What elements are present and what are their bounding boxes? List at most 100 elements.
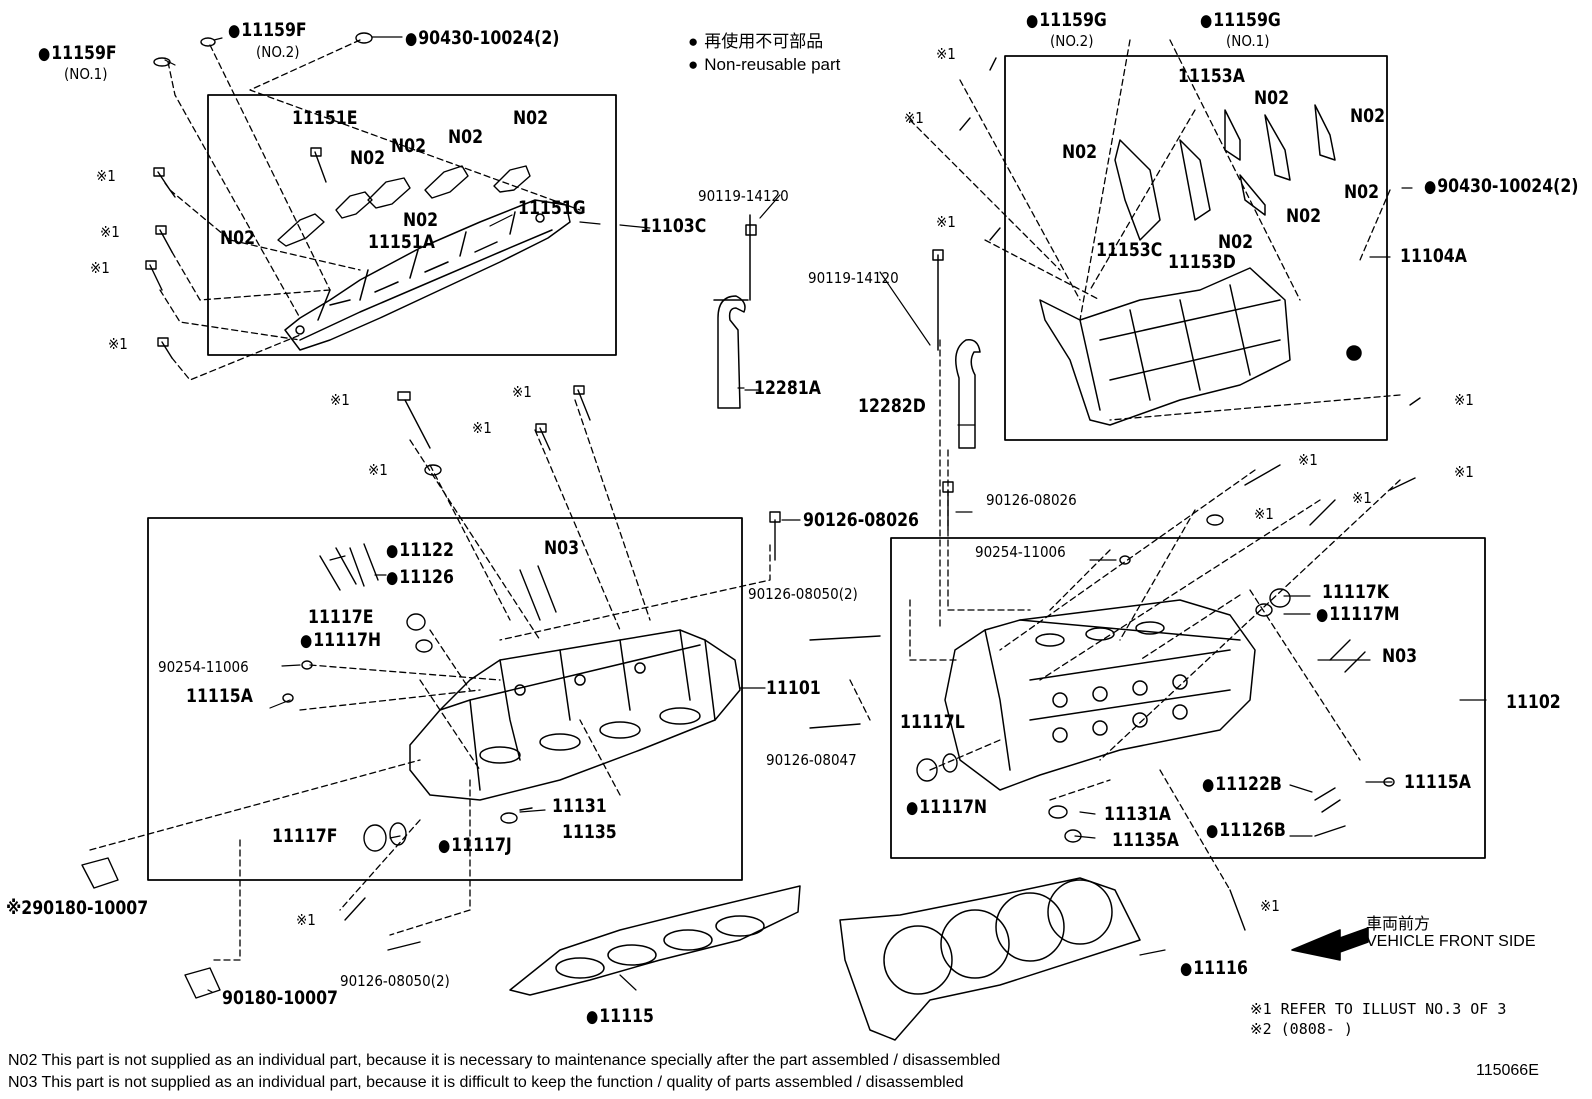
label-12281a: 12281A [754, 377, 821, 399]
label-11135: 11135 [562, 821, 617, 843]
label-11117h: 11117H [300, 630, 381, 651]
illustration-id: 115066E [1476, 1062, 1539, 1079]
label-11122: 11122 [386, 540, 454, 561]
leader-lines-solid [164, 36, 1487, 993]
box-11104a [1004, 55, 1388, 441]
label-11115a-right: 11115A [1404, 771, 1471, 793]
label-11153d: 11153D [1168, 251, 1236, 273]
label-n02-b: N02 [391, 135, 427, 157]
cylinder-head-left [409, 629, 741, 801]
label-n02-e: N02 [403, 209, 439, 231]
legend: 再使用不可部品 Non-reusable part [688, 30, 840, 76]
label-11159f-no1-sub: (NO.1) [64, 65, 108, 83]
label-11102: 11102 [1506, 691, 1561, 713]
label-11153a: 11153A [1178, 65, 1245, 87]
label-n02-l: N02 [1218, 231, 1254, 253]
label-11131a: 11131A [1104, 803, 1171, 825]
label-90254-right: 90254-11006 [975, 543, 1066, 561]
label-11135a: 11135A [1112, 829, 1179, 851]
label-ref1-f: ※1 [368, 461, 388, 479]
footnote-n03: N03 This part is not supplied as an indi… [8, 1074, 964, 1091]
label-90430-right: 90430-10024(2) [1424, 176, 1578, 197]
label-90126-08026-left: 90126-08026 [803, 509, 919, 531]
label-ref1-i: ※1 [296, 911, 316, 929]
label-11126b: 11126B [1206, 820, 1286, 841]
label-11117f: 11117F [272, 825, 338, 847]
label-ref1-b: ※1 [100, 223, 120, 241]
label-ref1-d: ※1 [108, 335, 128, 353]
label-11126: 11126 [386, 567, 454, 588]
label-n02-g: N02 [1254, 87, 1290, 109]
label-12282d: 12282D [858, 395, 926, 417]
engine-hangers [713, 214, 981, 449]
label-11103c: 11103C [640, 215, 707, 237]
label-ref1-k: ※1 [904, 109, 924, 127]
label-11153c: 11153C [1096, 239, 1163, 261]
front-side-jp: 車両前方 [1366, 916, 1431, 933]
bolts-left [145, 32, 373, 359]
label-11117k: 11117K [1322, 581, 1389, 603]
label-11159f-no2: 11159F [228, 20, 306, 41]
label-11151e: 11151E [292, 107, 358, 129]
label-11117j: 11117J [438, 835, 512, 856]
label-ref1-p: ※1 [1352, 489, 1372, 507]
camshaft-housing-right [1039, 104, 1362, 426]
label-90126-08050-bot: 90126-08050(2) [340, 972, 450, 990]
label-90180-10007: 90180-10007 [222, 987, 338, 1009]
label-11115a-left: 11115A [186, 685, 253, 707]
label-11116: 11116 [1180, 958, 1248, 979]
valve-parts [81, 543, 1395, 999]
label-90254-left: 90254-11006 [158, 658, 249, 676]
label-ref1-q: ※1 [1254, 505, 1274, 523]
label-n02-k: N02 [1286, 205, 1322, 227]
label-11101: 11101 [766, 677, 821, 699]
reference-note-2: ※2 (0808- ) [1250, 1020, 1353, 1038]
label-11159f-no2-sub: (NO.2) [256, 43, 300, 61]
label-11159g-no2-sub: (NO.2) [1050, 32, 1094, 50]
label-ref1-e: ※1 [330, 391, 350, 409]
label-ref1-a: ※1 [96, 167, 116, 185]
label-11131: 11131 [552, 795, 607, 817]
label-ref1-r: ※1 [1260, 897, 1280, 915]
label-11151a: 11151A [368, 231, 435, 253]
label-n03-left: N03 [544, 537, 580, 559]
bearing-caps-left [277, 165, 531, 247]
label-ref1-j: ※1 [936, 45, 956, 63]
label-ref1-c: ※1 [90, 259, 110, 277]
label-11159g-no2: 11159G [1026, 10, 1107, 31]
label-n02-c: N02 [448, 126, 484, 148]
label-ref1-g: ※1 [512, 383, 532, 401]
label-11104a: 11104A [1400, 245, 1467, 267]
label-n02-f: N02 [220, 227, 256, 249]
footnote-n02: N02 This part is not supplied as an indi… [8, 1052, 1001, 1069]
label-90430-left: 90430-10024(2) [405, 28, 559, 49]
cylinder-head-right [944, 599, 1256, 791]
camshaft-housing-left [284, 199, 571, 351]
label-11159g-no1-sub: (NO.1) [1226, 32, 1270, 50]
label-90119-left: 90119-14120 [698, 187, 789, 205]
label-90126-08026-right: 90126-08026 [986, 491, 1077, 509]
studs-and-bolts [344, 57, 1421, 951]
label-ref1-o: ※1 [1454, 463, 1474, 481]
label-90119-right: 90119-14120 [808, 269, 899, 287]
label-n02-j: N02 [1344, 181, 1380, 203]
label-n02-a: N02 [350, 147, 386, 169]
head-gaskets [509, 877, 1141, 1041]
label-ref1-n: ※1 [1298, 451, 1318, 469]
legend-jp: 再使用不可部品 [688, 30, 840, 53]
box-11101 [147, 517, 743, 881]
label-11117l: 11117L [900, 711, 965, 733]
label-n03-right: N03 [1382, 645, 1418, 667]
label-ref1-m: ※1 [1454, 391, 1474, 409]
label-11122b: 11122B [1202, 774, 1282, 795]
box-11102 [890, 537, 1486, 859]
label-290180: ※290180-10007 [6, 897, 149, 919]
front-side-en: VEHICLE FRONT SIDE [1366, 933, 1536, 950]
label-n02-i: N02 [1062, 141, 1098, 163]
leader-lines-dashed [89, 39, 1401, 961]
label-11159f-no1: 11159F [38, 43, 116, 64]
label-11159g-no1: 11159G [1200, 10, 1281, 31]
label-11117n: 11117N [906, 797, 987, 818]
